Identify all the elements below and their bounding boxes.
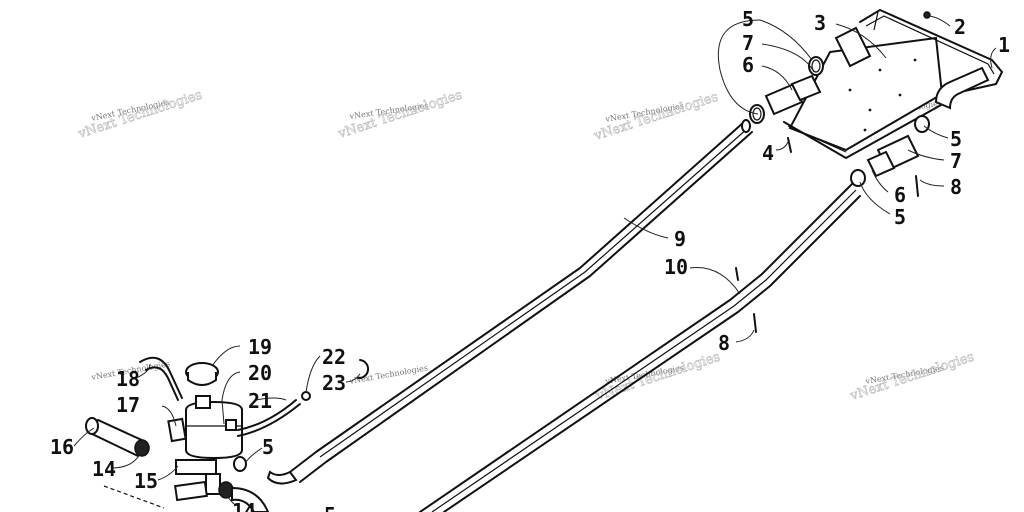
leader-lines <box>73 15 997 505</box>
heat-exchanger-inlet-tube <box>834 26 872 68</box>
callout-6-top: 6 <box>742 53 754 77</box>
coolant-bottle-assembly <box>85 356 369 512</box>
callout-21: 21 <box>248 389 272 413</box>
rail-9-end <box>266 470 298 485</box>
callout-4: 4 <box>762 141 774 165</box>
callout-23: 23 <box>322 371 346 395</box>
callout-20: 20 <box>248 361 272 385</box>
cooling-rail-10 <box>419 183 861 512</box>
hose-clamp-14-upper <box>134 439 150 457</box>
callout-10: 10 <box>664 255 688 279</box>
callout-7-top: 7 <box>742 31 754 55</box>
hose-clamp-14-lower <box>218 481 234 499</box>
elbow-hose <box>934 66 990 110</box>
decal <box>167 417 187 443</box>
screw-2 <box>923 11 931 19</box>
coupler-hose-6 <box>764 82 804 116</box>
clamp-22 <box>301 391 311 401</box>
callout-3: 3 <box>814 11 826 35</box>
callout-14-upper: 14 <box>92 457 116 481</box>
callout-15: 15 <box>134 469 158 493</box>
screw-4 <box>787 137 792 153</box>
hose-clamp-5-upper <box>808 56 824 76</box>
cooling-rail-9 <box>266 119 753 485</box>
overflow-hose-18 <box>139 356 183 399</box>
plate-rivets <box>848 58 917 132</box>
callout-17: 17 <box>116 393 140 417</box>
callout-5-top: 5 <box>742 7 754 31</box>
hose-clamp-5-right-upper <box>914 115 930 133</box>
rail-9-inner <box>299 131 753 483</box>
callout-6-right: 6 <box>894 183 906 207</box>
vent-hose-21 <box>237 399 297 431</box>
screw-8-upper <box>915 175 919 197</box>
callout-7-right: 7 <box>950 149 962 173</box>
foam-pad <box>174 480 208 502</box>
rail-10-inner <box>443 195 861 512</box>
callout-8-right: 8 <box>950 175 962 199</box>
callout-16: 16 <box>50 435 74 459</box>
coupler-7 <box>790 74 822 102</box>
hose-clamp-5-right-lower <box>850 169 866 187</box>
callout-1: 1 <box>998 33 1010 57</box>
hose-clamp-5-bottom <box>233 456 247 472</box>
lower-hose <box>231 486 270 512</box>
callout-5-right: 5 <box>950 127 962 151</box>
rail-10-outer <box>419 183 853 512</box>
callout-5-right-lower: 5 <box>894 205 906 229</box>
callout-5-edge: 5 <box>324 503 336 512</box>
ring-clamp-23 <box>357 359 369 380</box>
right-fittings <box>850 115 930 197</box>
fitting-20 <box>225 419 237 431</box>
callout-18: 18 <box>116 367 140 391</box>
rail-9-fitting <box>741 119 751 133</box>
screw-8-lower <box>753 313 757 333</box>
callout-8-lower: 8 <box>718 331 730 355</box>
callout-2: 2 <box>954 15 966 39</box>
tee-fitting-15 <box>175 459 217 475</box>
callout-5-bottom: 5 <box>262 435 274 459</box>
heat-exchanger <box>783 9 1003 159</box>
callout-9: 9 <box>674 227 686 251</box>
callout-22: 22 <box>322 345 346 369</box>
reservoir-neck <box>195 395 211 409</box>
callout-14-lower: 14 <box>232 499 256 512</box>
callout-19: 19 <box>248 335 272 359</box>
frame-outline <box>103 485 165 509</box>
rail-9-outer <box>289 121 745 473</box>
coupler-hose-6-right <box>866 150 896 178</box>
callout-labels: 1 2 3 4 5 7 6 5 7 6 8 5 9 10 8 19 20 21 … <box>50 7 1010 512</box>
frame-bracket <box>859 9 1003 93</box>
heat-exchanger-plate <box>788 36 944 152</box>
